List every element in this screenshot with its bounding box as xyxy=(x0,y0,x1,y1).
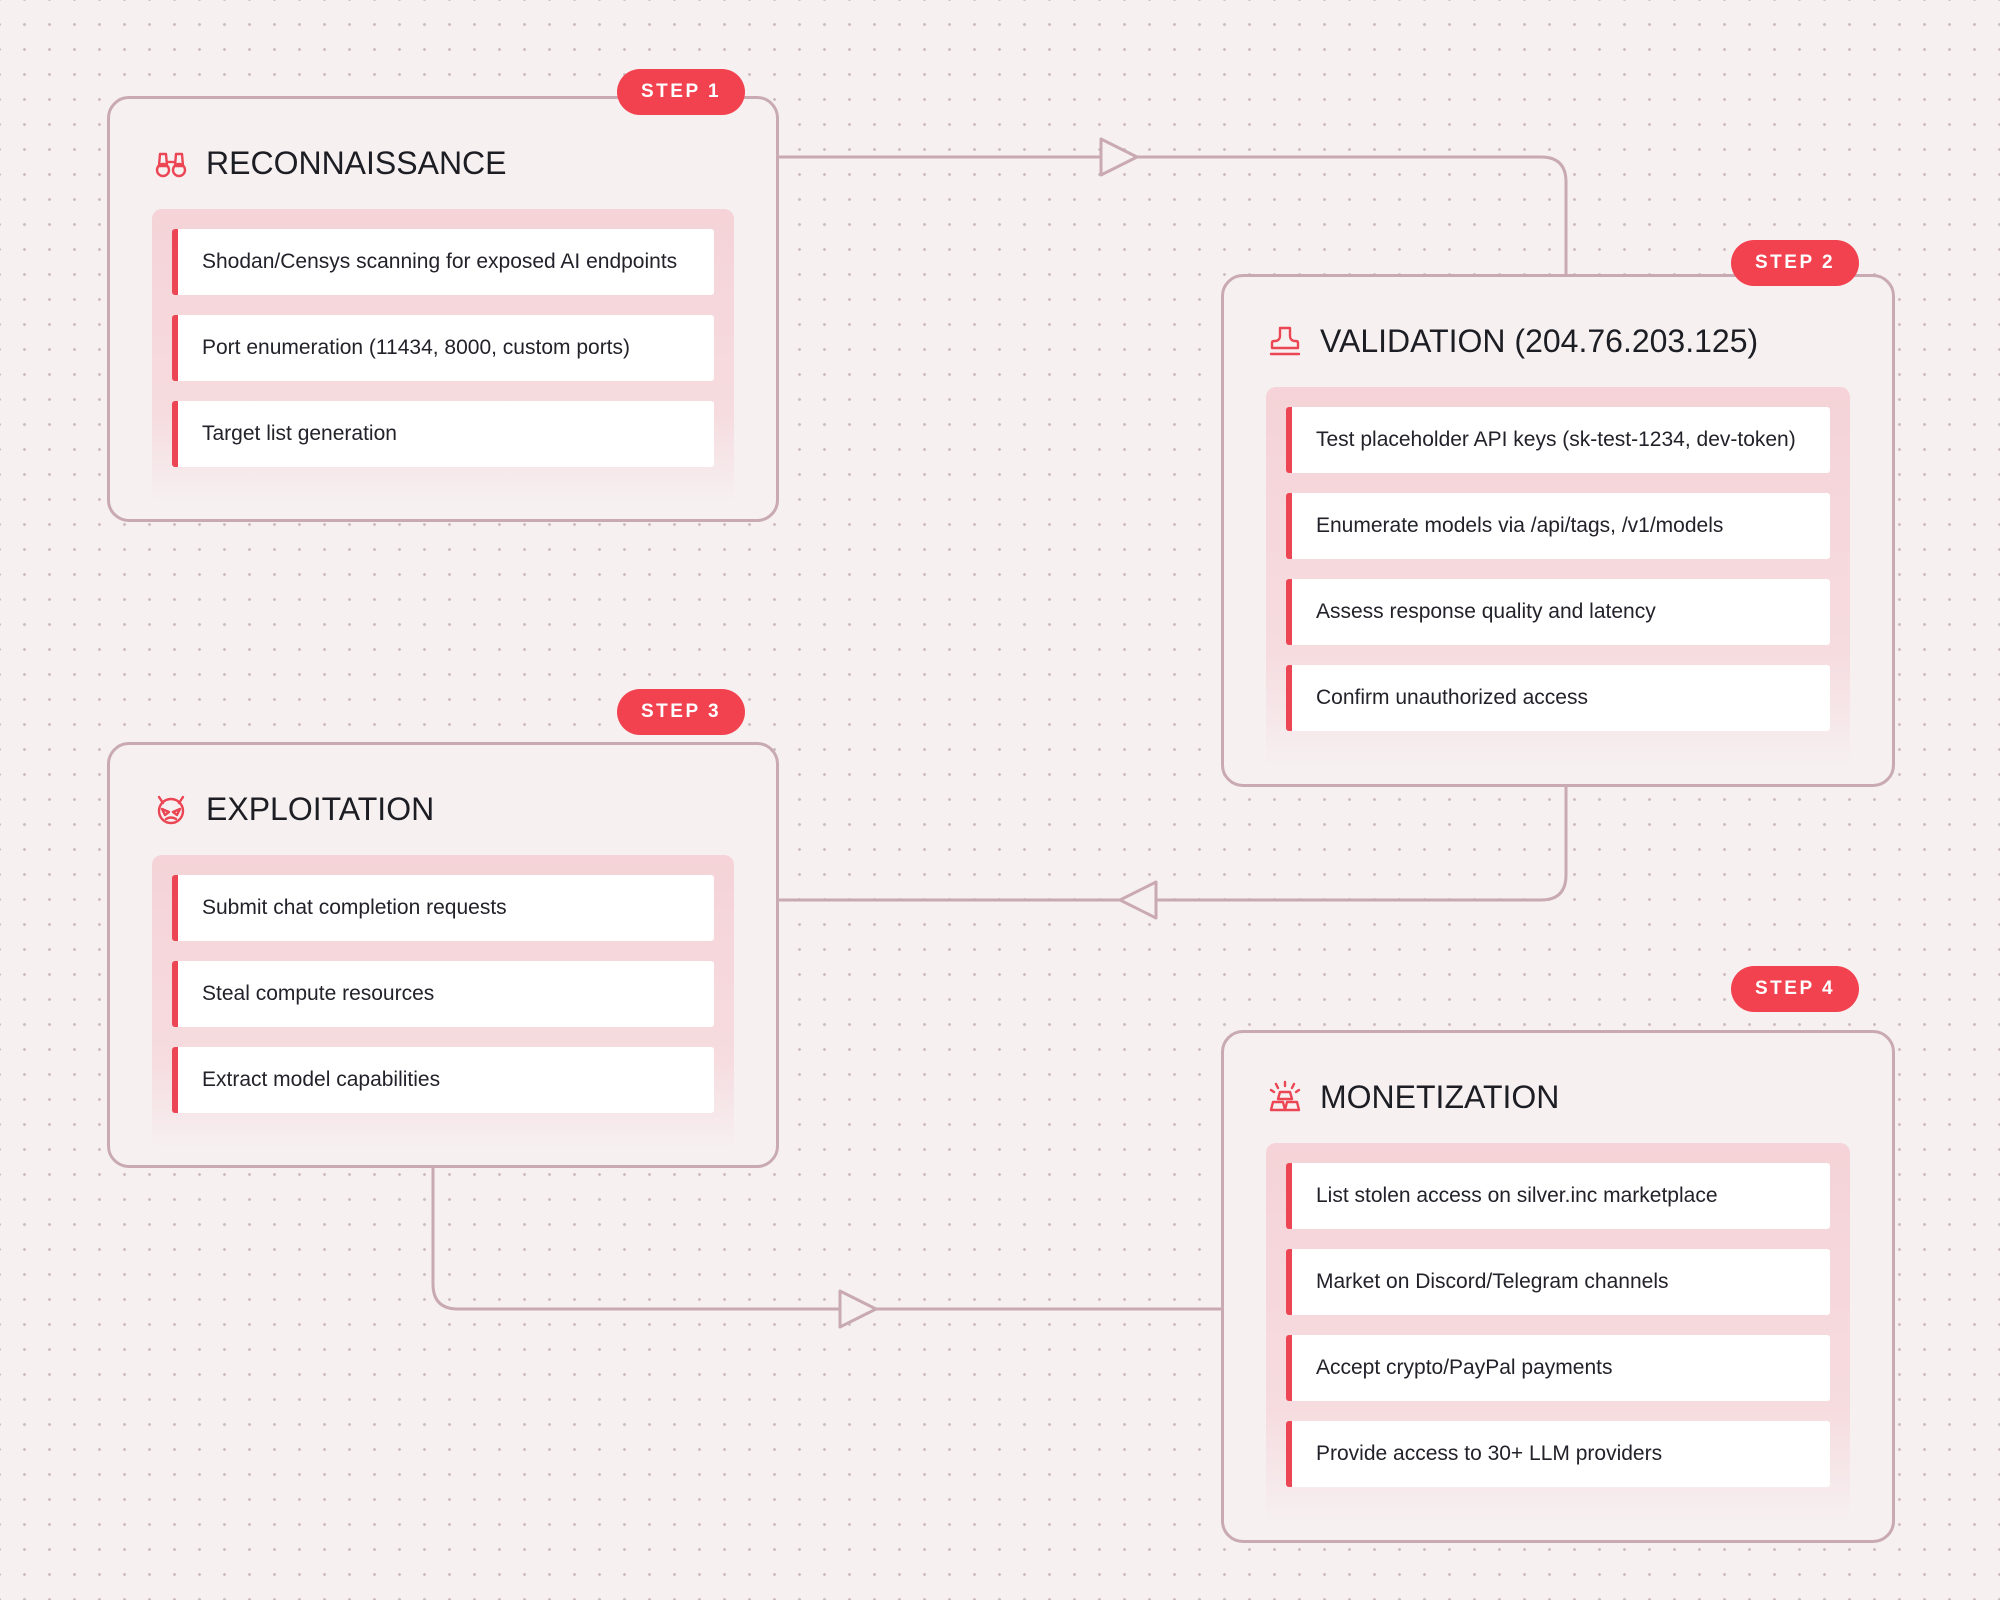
card-header: EXPLOITATION xyxy=(154,789,434,829)
task-item: Submit chat completion requests xyxy=(172,875,714,941)
task-item: Accept crypto/PayPal payments xyxy=(1286,1335,1830,1401)
card-title: RECONNAISSANCE xyxy=(206,144,507,181)
step-card-validation: VALIDATION (204.76.203.125) Test placeho… xyxy=(1221,274,1895,787)
step-badge: STEP 2 xyxy=(1731,240,1860,286)
card-title: MONETIZATION xyxy=(1320,1078,1560,1115)
connector-step2-to-step3 xyxy=(779,787,1568,902)
card-header: RECONNAISSANCE xyxy=(154,143,507,183)
task-item: Port enumeration (11434, 8000, custom po… xyxy=(172,315,714,381)
task-item: Provide access to 30+ LLM providers xyxy=(1286,1421,1830,1487)
task-item: Target list generation xyxy=(172,401,714,467)
step-card-monetization: MONETIZATION List stolen access on silve… xyxy=(1221,1030,1895,1543)
task-list: Shodan/Censys scanning for exposed AI en… xyxy=(152,209,734,503)
connector-step1-to-step2 xyxy=(779,155,1568,274)
arrowhead-right-icon xyxy=(838,1289,878,1329)
connector-step3-to-step4 xyxy=(431,1168,1221,1311)
step-card-reconnaissance: RECONNAISSANCE Shodan/Censys scanning fo… xyxy=(107,96,779,522)
task-list: Submit chat completion requests Steal co… xyxy=(152,855,734,1149)
devil-mask-icon xyxy=(154,792,188,826)
card-title: VALIDATION (204.76.203.125) xyxy=(1320,322,1759,359)
step-badge: STEP 1 xyxy=(617,69,746,115)
task-item: Extract model capabilities xyxy=(172,1047,714,1113)
step-card-exploitation: EXPLOITATION Submit chat completion requ… xyxy=(107,742,779,1168)
task-list: List stolen access on silver.inc marketp… xyxy=(1266,1143,1850,1524)
task-item: Shodan/Censys scanning for exposed AI en… xyxy=(172,229,714,295)
arrowhead-right-icon xyxy=(1099,137,1139,177)
step-badge: STEP 4 xyxy=(1731,966,1860,1012)
card-header: VALIDATION (204.76.203.125) xyxy=(1268,321,1758,361)
task-item: Market on Discord/Telegram channels xyxy=(1286,1249,1830,1315)
card-title: EXPLOITATION xyxy=(206,790,435,827)
task-item: Enumerate models via /api/tags, /v1/mode… xyxy=(1286,493,1830,559)
task-item: Test placeholder API keys (sk-test-1234,… xyxy=(1286,407,1830,473)
task-list: Test placeholder API keys (sk-test-1234,… xyxy=(1266,387,1850,768)
task-item: Confirm unauthorized access xyxy=(1286,665,1830,731)
card-header: MONETIZATION xyxy=(1268,1077,1559,1117)
task-item: Steal compute resources xyxy=(172,961,714,1027)
gold-bars-icon xyxy=(1268,1080,1302,1114)
binoculars-icon xyxy=(154,146,188,180)
arrowhead-left-icon xyxy=(1118,880,1158,920)
stamp-icon xyxy=(1268,324,1302,358)
task-item: List stolen access on silver.inc marketp… xyxy=(1286,1163,1830,1229)
task-item: Assess response quality and latency xyxy=(1286,579,1830,645)
step-badge: STEP 3 xyxy=(617,689,746,735)
